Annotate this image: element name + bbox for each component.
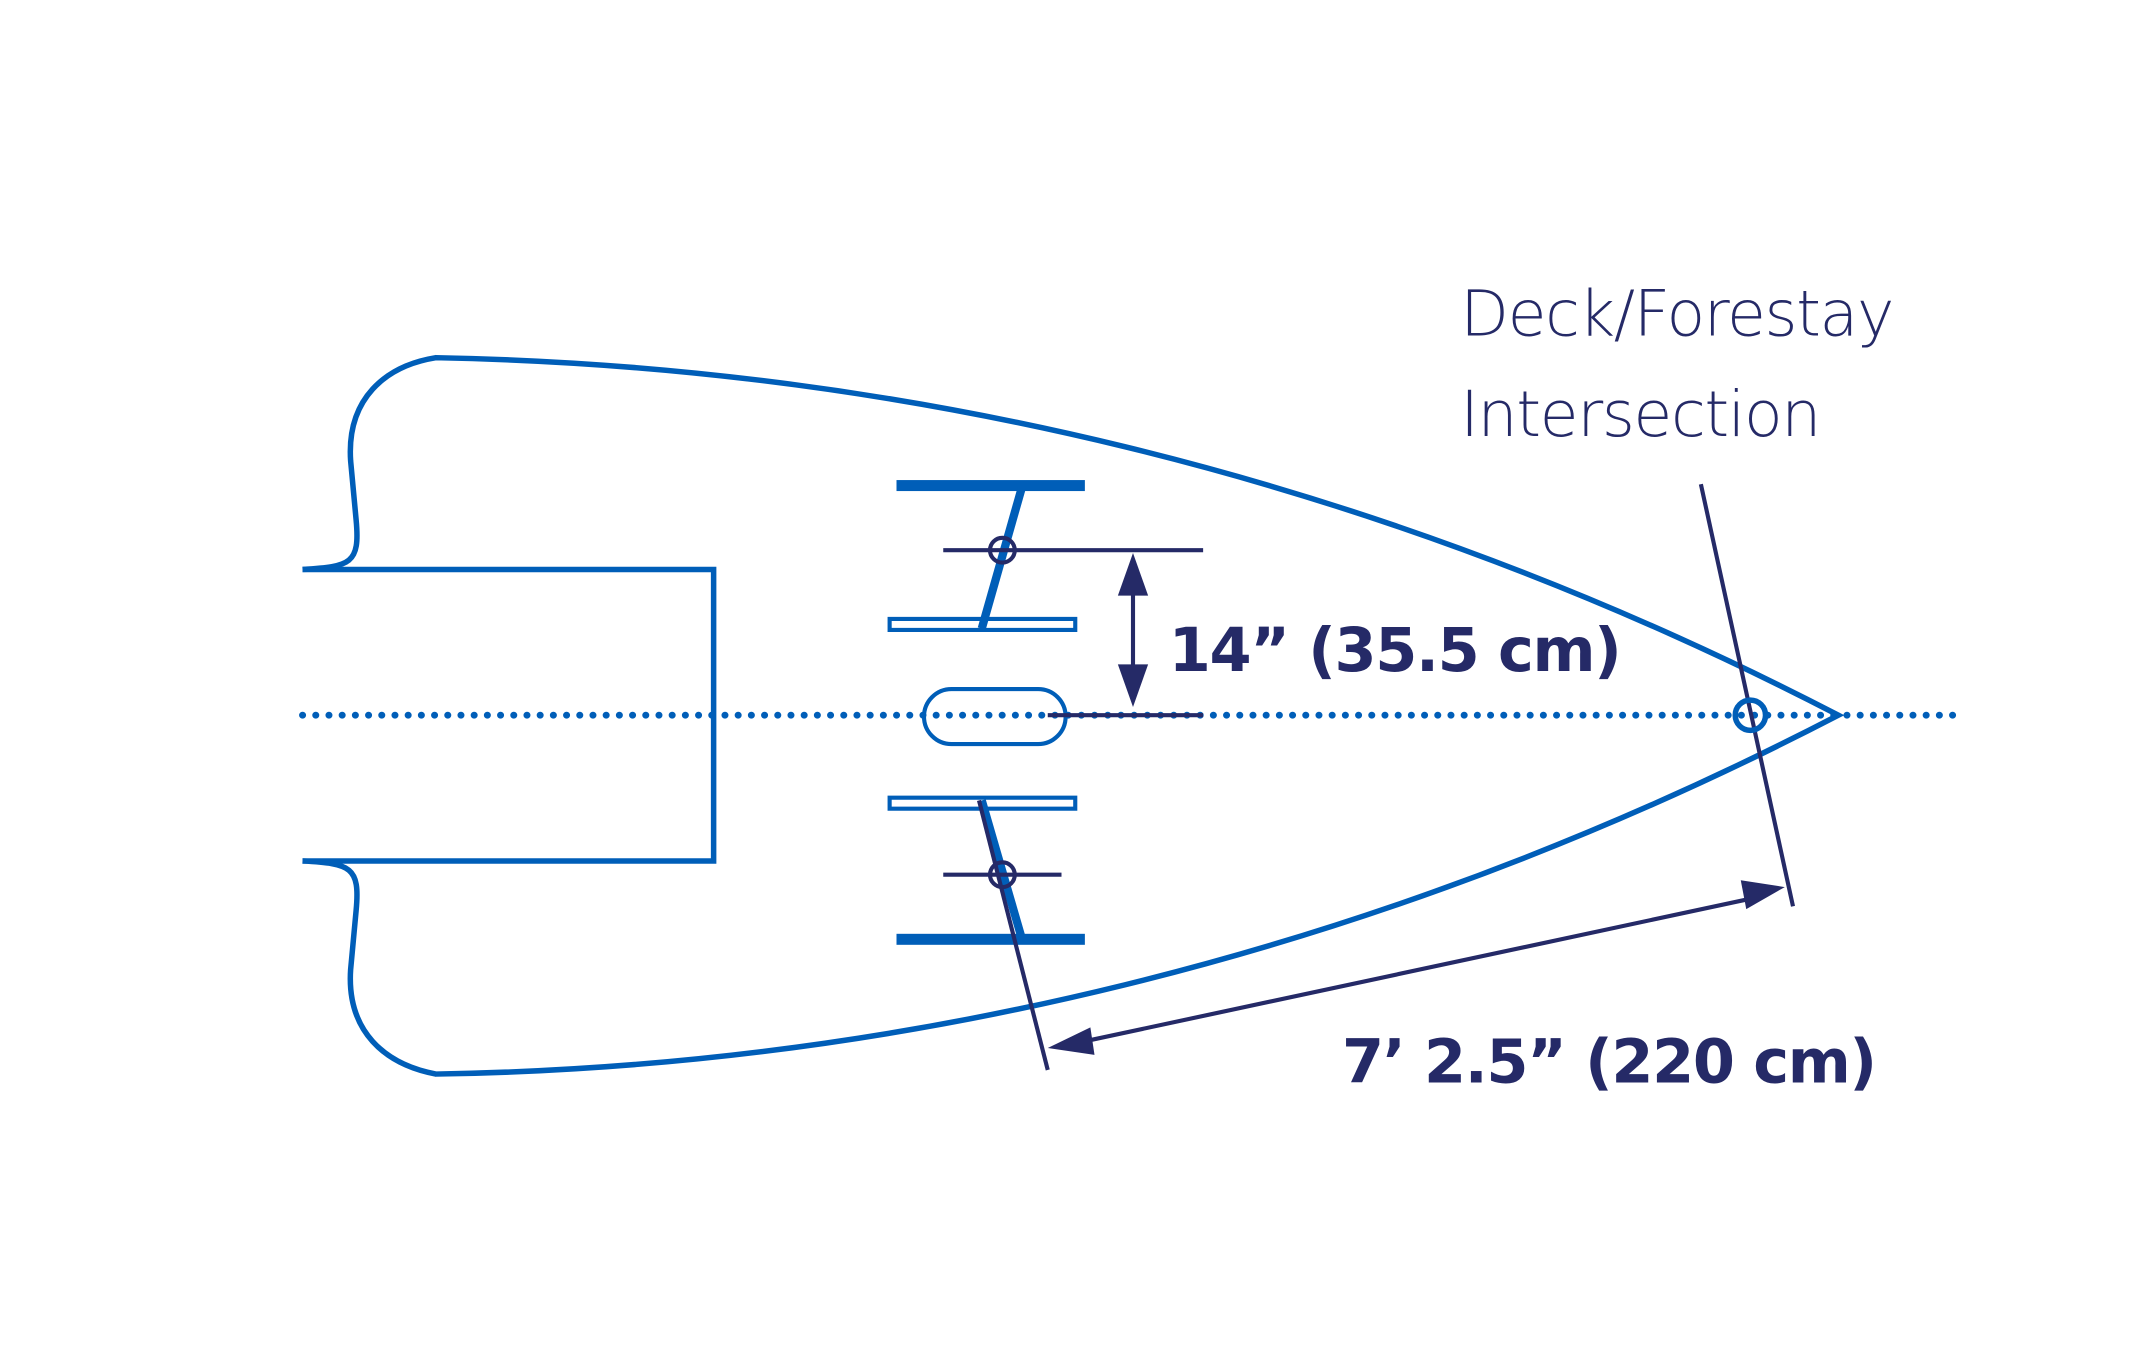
arrow-right-icon	[1740, 880, 1785, 910]
arrow-left-icon	[1047, 1027, 1095, 1055]
lower-strut	[977, 799, 1026, 940]
upper-pivot-icon	[987, 535, 1017, 565]
forestay-extension-line	[1698, 483, 1796, 907]
length-dimension-line	[1078, 894, 1761, 1045]
arrow-down-icon	[1117, 664, 1149, 707]
arrow-up-icon	[1117, 552, 1149, 596]
intersection-label-line2: Intersection	[1460, 377, 1820, 451]
lower-bar	[896, 933, 1085, 945]
forestay-point-icon	[1732, 697, 1769, 734]
intersection-label-line1: Deck/Forestay	[1460, 277, 1893, 351]
upper-bar	[896, 480, 1085, 492]
aft-extension-line	[977, 799, 1050, 1071]
length-dimension-label: 7’ 2.5” (220 cm)	[1342, 1027, 1876, 1097]
hull-outline	[302, 354, 1845, 1077]
vertical-dimension-label: 14” (35.5 cm)	[1169, 616, 1621, 686]
cockpit-outline	[302, 566, 717, 864]
upper-strut	[977, 487, 1026, 630]
